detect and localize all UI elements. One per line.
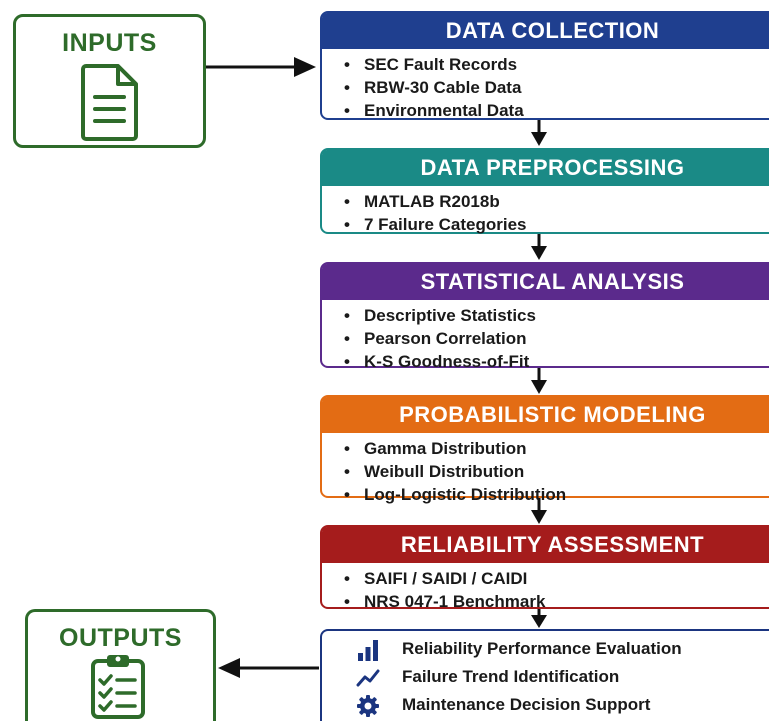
list-item: K-S Goodness-of-Fit — [344, 350, 769, 373]
result-label: Maintenance Decision Support — [402, 695, 651, 714]
list-item: SAIFI / SAIDI / CAIDI — [344, 567, 769, 590]
outputs-title: OUTPUTS — [59, 624, 182, 652]
list-item: 7 Failure Categories — [344, 213, 769, 236]
list-item: RBW-30 Cable Data — [344, 76, 769, 99]
list-item: Weibull Distribution — [344, 460, 769, 483]
list-item: Log-Logistic Distribution — [344, 483, 769, 506]
stage-statistical-analysis: STATISTICAL ANALYSIS Descriptive Statist… — [320, 262, 769, 373]
flow-arrow — [531, 120, 547, 146]
stage-probabilistic-modeling: PROBABILISTIC MODELING Gamma Distributio… — [320, 395, 769, 506]
stage-title: DATA PREPROCESSING — [322, 150, 769, 186]
list-item: Descriptive Statistics — [344, 304, 769, 327]
result-row: Reliability Performance Evaluation — [322, 636, 769, 664]
list-item: MATLAB R2018b — [344, 190, 769, 213]
trend-line-icon — [356, 669, 380, 687]
stage-title: PROBABILISTIC MODELING — [322, 397, 769, 433]
flow-arrow — [531, 609, 547, 628]
flow-arrow — [531, 234, 547, 260]
results-to-outputs-arrow — [218, 658, 319, 678]
result-row: Maintenance Decision Support — [322, 692, 769, 720]
inputs-to-collection-arrow — [206, 57, 316, 77]
result-label: Failure Trend Identification — [402, 667, 620, 686]
stage-reliability-assessment: RELIABILITY ASSESSMENT SAIFI / SAIDI / C… — [320, 525, 769, 613]
stage-data-collection: DATA COLLECTION SEC Fault Records RBW-30… — [320, 11, 769, 122]
list-item: Gamma Distribution — [344, 437, 769, 460]
gear-icon — [357, 695, 379, 717]
result-row: Failure Trend Identification — [322, 664, 769, 692]
flow-arrow — [531, 368, 547, 394]
stage-title: RELIABILITY ASSESSMENT — [322, 527, 769, 563]
bar-chart-icon — [358, 640, 378, 661]
outputs-box: OUTPUTS — [25, 609, 216, 721]
clipboard-checklist-icon — [91, 655, 145, 719]
document-icon — [81, 64, 138, 141]
list-item: NRS 047-1 Benchmark — [344, 590, 769, 613]
stage-title: DATA COLLECTION — [322, 13, 769, 49]
flow-arrow — [531, 498, 547, 524]
inputs-box: INPUTS — [13, 14, 206, 148]
stage-title: STATISTICAL ANALYSIS — [322, 264, 769, 300]
inputs-title: INPUTS — [62, 29, 157, 57]
results-box: Reliability Performance Evaluation Failu… — [320, 629, 769, 721]
stage-data-preprocessing: DATA PREPROCESSING MATLAB R2018b 7 Failu… — [320, 148, 769, 236]
list-item: Environmental Data — [344, 99, 769, 122]
result-label: Reliability Performance Evaluation — [402, 639, 682, 658]
list-item: SEC Fault Records — [344, 53, 769, 76]
list-item: Pearson Correlation — [344, 327, 769, 350]
